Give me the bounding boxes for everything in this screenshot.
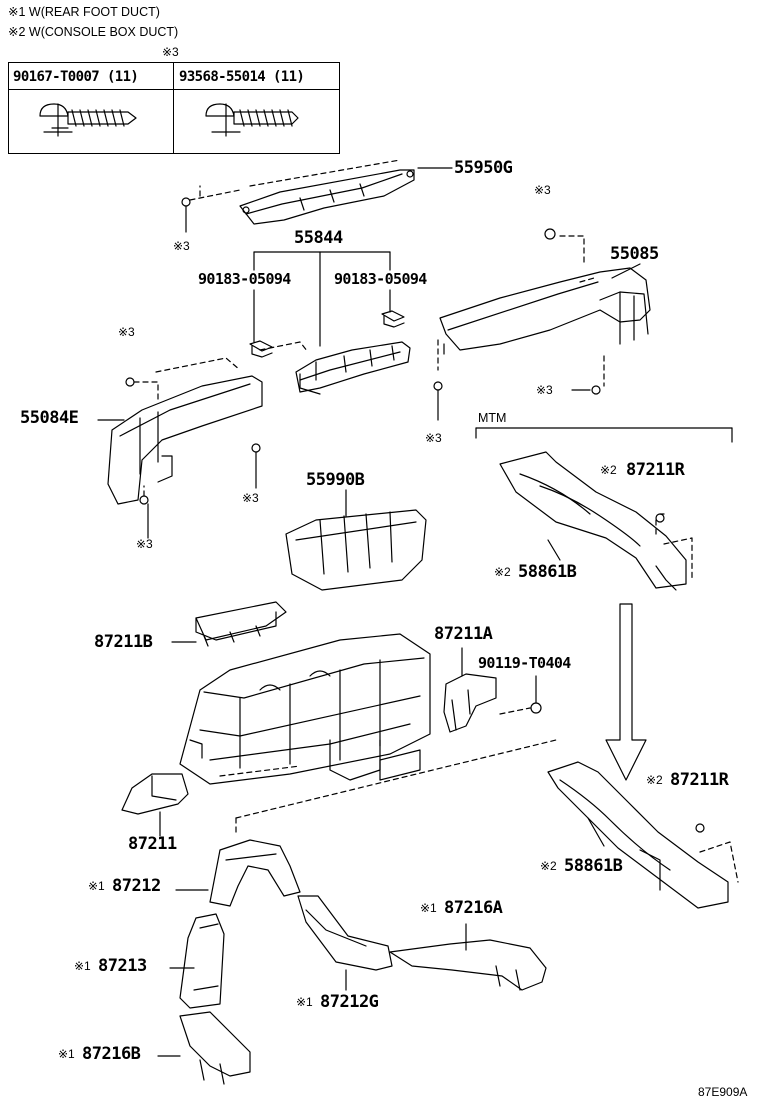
clip-90183-left bbox=[249, 340, 273, 358]
callout-90183-left[interactable]: 90183-05094 bbox=[198, 270, 291, 288]
duct-87212 bbox=[175, 839, 301, 907]
duct-87211 bbox=[121, 773, 189, 837]
duct-87216a bbox=[389, 923, 547, 991]
heater-unit bbox=[179, 633, 557, 837]
callout-87211r-top[interactable]: 87211R bbox=[626, 460, 685, 480]
note-console-box-duct: ※2 W(CONSOLE BOX DUCT) bbox=[8, 25, 179, 39]
mark-3: ※3 bbox=[536, 383, 553, 397]
callout-90183-right[interactable]: 90183-05094 bbox=[334, 270, 427, 288]
note-rear-foot-duct: ※1 W(REAR FOOT DUCT) bbox=[8, 5, 160, 19]
mark-1: ※1 bbox=[74, 959, 91, 973]
mark-3: ※3 bbox=[173, 239, 190, 253]
mark-1: ※1 bbox=[296, 995, 313, 1009]
mark-2: ※2 bbox=[540, 859, 557, 873]
mark-1: ※1 bbox=[58, 1047, 75, 1061]
duct-55844 bbox=[259, 341, 411, 395]
callout-55085[interactable]: 55085 bbox=[610, 244, 659, 264]
duct-87211a bbox=[443, 647, 542, 733]
duct-58861b-top bbox=[499, 451, 693, 591]
table-mark: ※3 bbox=[162, 45, 179, 59]
direction-arrow-icon bbox=[605, 603, 647, 781]
machine-screw-icon bbox=[205, 103, 299, 137]
duct-87211b bbox=[171, 601, 287, 647]
callout-58861b-top[interactable]: 58861B bbox=[518, 562, 577, 582]
callout-87216b[interactable]: 87216B bbox=[82, 1044, 141, 1064]
mark-3: ※3 bbox=[425, 431, 442, 445]
mark-3: ※3 bbox=[118, 325, 135, 339]
mark-2: ※2 bbox=[494, 565, 511, 579]
fastener-part-number-1[interactable]: 90167-T0007 (11) bbox=[13, 69, 139, 85]
clip-90183-right bbox=[381, 310, 405, 328]
mark-1: ※1 bbox=[420, 901, 437, 915]
fastener-table-divider bbox=[173, 63, 174, 153]
mark-3: ※3 bbox=[242, 491, 259, 505]
register-55990b bbox=[285, 489, 427, 591]
callout-55990b[interactable]: 55990B bbox=[306, 470, 365, 490]
callout-87211b[interactable]: 87211B bbox=[94, 632, 153, 652]
callout-87211[interactable]: 87211 bbox=[128, 834, 177, 854]
fastener-table: 90167-T0007 (11) 93568-55014 (11) bbox=[8, 62, 340, 154]
callout-55844[interactable]: 55844 bbox=[294, 228, 343, 248]
fastener-part-number-2[interactable]: 93568-55014 (11) bbox=[179, 69, 305, 85]
duct-87213 bbox=[169, 913, 225, 1009]
mark-2: ※2 bbox=[646, 773, 663, 787]
panel-55950g bbox=[181, 159, 453, 233]
callout-55844-leader bbox=[253, 251, 391, 347]
callout-87213[interactable]: 87213 bbox=[98, 956, 147, 976]
duct-87212g bbox=[297, 895, 393, 991]
callout-58861b-bottom[interactable]: 58861B bbox=[564, 856, 623, 876]
duct-58861b-bottom bbox=[547, 761, 739, 909]
callout-90119-t0404[interactable]: 90119-T0404 bbox=[478, 654, 571, 672]
mtm-label: MTM bbox=[478, 411, 507, 425]
callout-87212g[interactable]: 87212G bbox=[320, 992, 379, 1012]
callout-55084e[interactable]: 55084E bbox=[20, 408, 79, 428]
mark-3: ※3 bbox=[136, 537, 153, 551]
mark-2: ※2 bbox=[600, 463, 617, 477]
callout-87211a[interactable]: 87211A bbox=[434, 624, 493, 644]
duct-87216b bbox=[157, 1011, 251, 1085]
callout-87216a[interactable]: 87216A bbox=[444, 898, 503, 918]
duct-55085 bbox=[433, 228, 651, 421]
callout-55950g[interactable]: 55950G bbox=[454, 158, 513, 178]
duct-55084e bbox=[97, 357, 263, 539]
tapping-screw-icon bbox=[39, 103, 137, 137]
mark-3: ※3 bbox=[534, 183, 551, 197]
callout-87211r-bottom[interactable]: 87211R bbox=[670, 770, 729, 790]
mark-1: ※1 bbox=[88, 879, 105, 893]
fastener-table-header bbox=[9, 63, 339, 90]
callout-87212[interactable]: 87212 bbox=[112, 876, 161, 896]
mtm-bracket bbox=[475, 427, 733, 443]
figure-code: 87E909A bbox=[698, 1085, 748, 1099]
